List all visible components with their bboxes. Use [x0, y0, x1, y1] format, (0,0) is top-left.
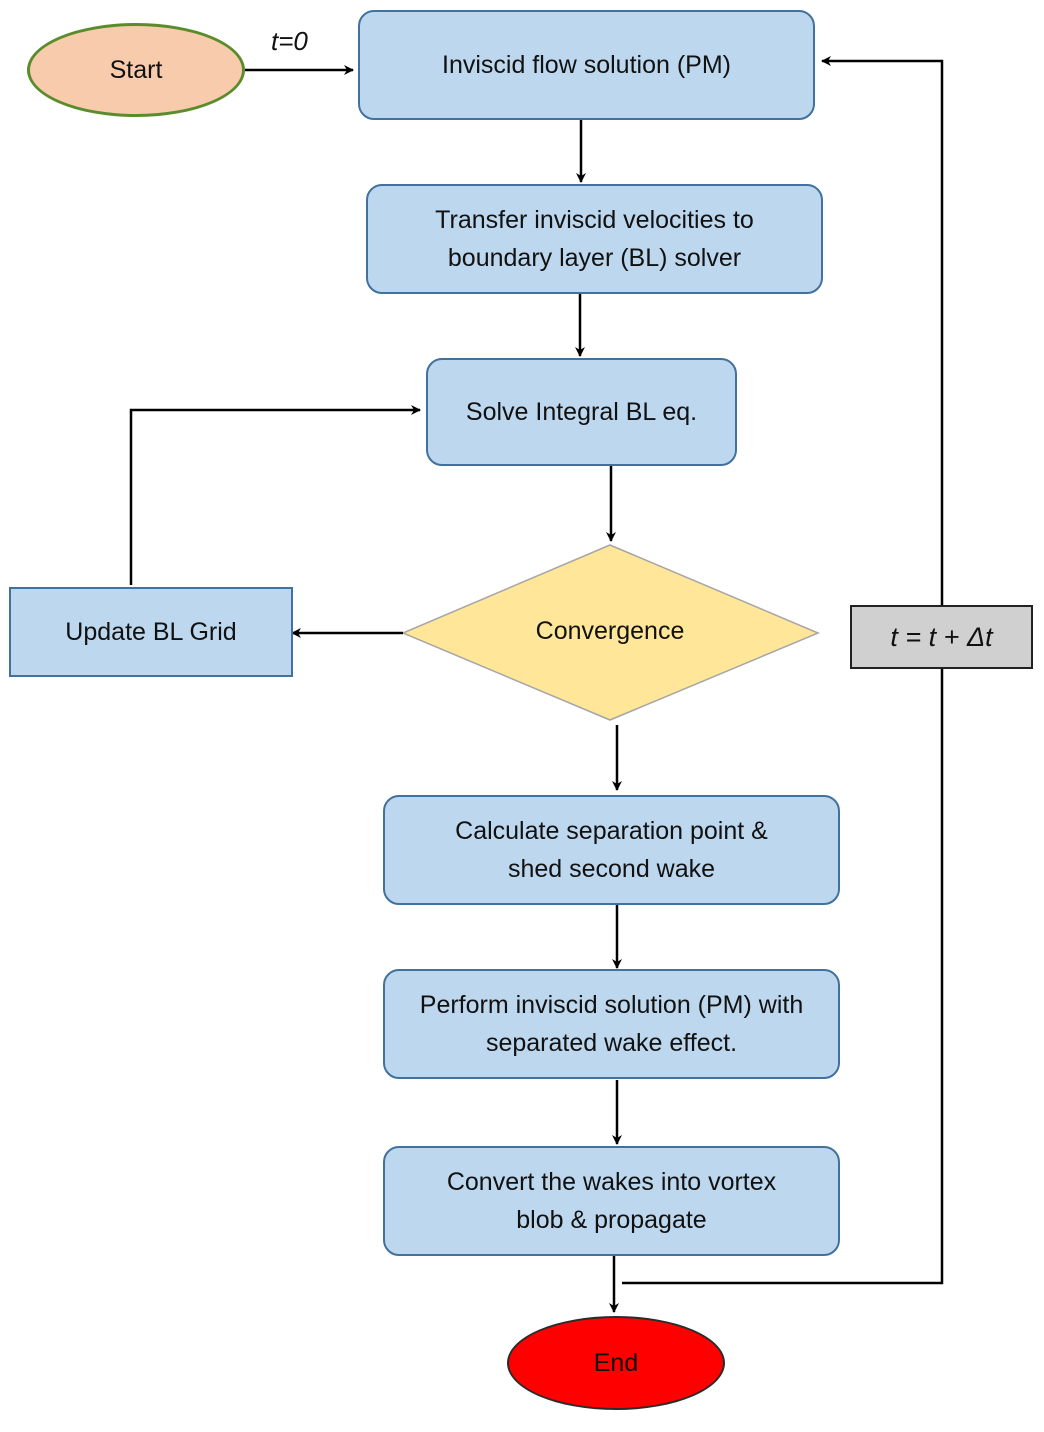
line-convert-to-timestep — [622, 668, 944, 1285]
timestep-node: t = t + Δt — [850, 605, 1033, 669]
arrow-timestep-to-inviscid — [821, 56, 944, 605]
end-node: End — [507, 1316, 725, 1410]
solve-integral-node: Solve Integral BL eq. — [426, 358, 737, 466]
update-bl-grid-node: Update BL Grid — [9, 587, 293, 677]
perform-inviscid-node: Perform inviscid solution (PM) with sepa… — [383, 969, 840, 1079]
edge-label-t0: t=0 — [271, 26, 308, 56]
convert-wakes-node: Convert the wakes into vortex blob & pro… — [383, 1146, 840, 1256]
start-node: Start — [27, 23, 245, 117]
transfer-velocities-node: Transfer inviscid velocities to boundary… — [366, 184, 823, 294]
convergence-label: Convergence — [535, 617, 685, 645]
inviscid-flow-node: Inviscid flow solution (PM) — [358, 10, 815, 120]
arrow-update-grid-to-solve — [129, 405, 421, 585]
separation-point-node: Calculate separation point & shed second… — [383, 795, 840, 905]
convergence-diamond — [401, 544, 820, 721]
